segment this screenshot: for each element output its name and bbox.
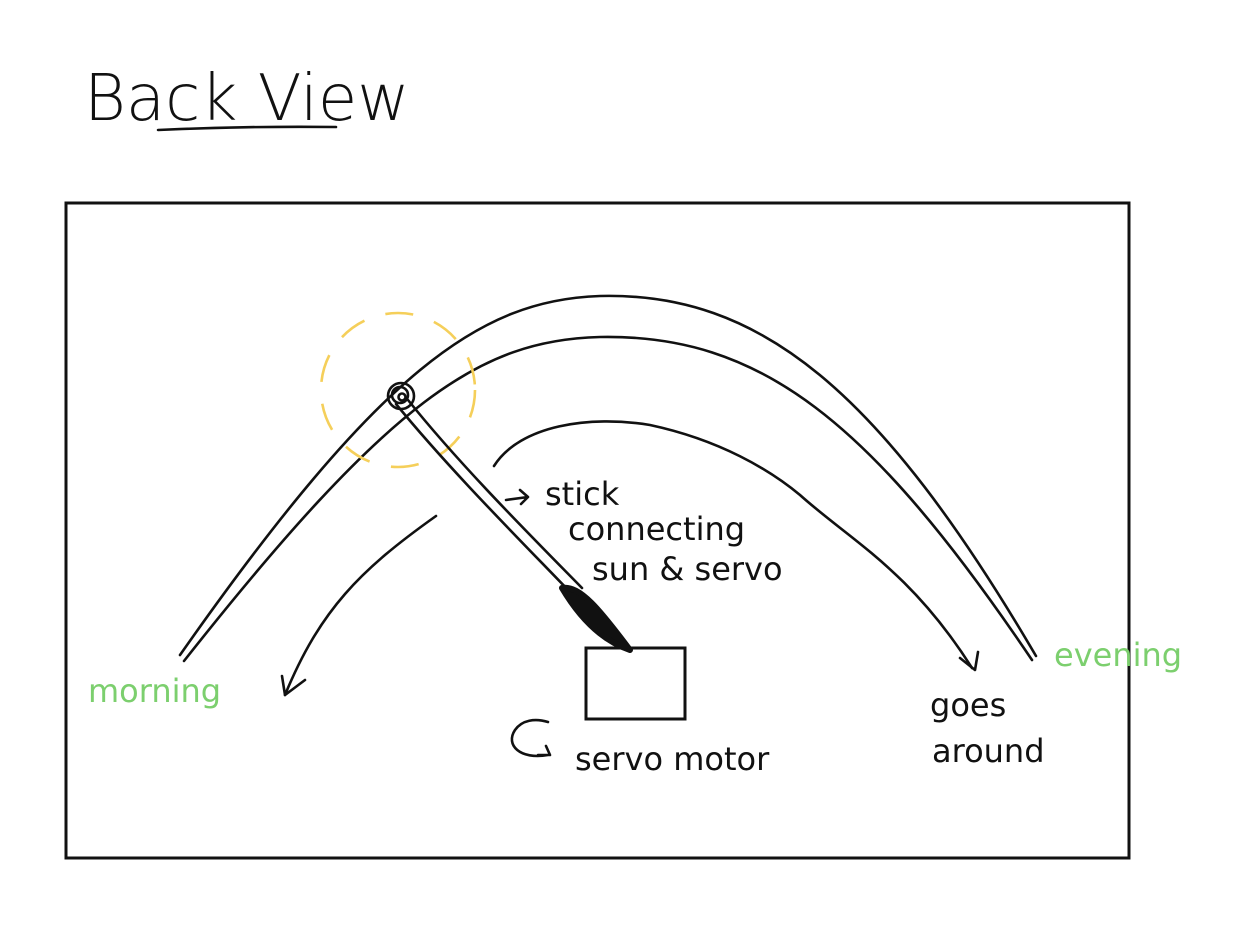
goes-around-label-line-2: around xyxy=(932,732,1045,770)
goes-around-arrow xyxy=(492,420,974,670)
sun-path-inner-arc xyxy=(182,335,1034,663)
servo-label: servo motor xyxy=(575,740,770,778)
sun-path-outer-arc xyxy=(178,294,1038,658)
pivot-knot xyxy=(386,381,416,411)
evening-label: evening xyxy=(1054,636,1182,674)
sun-outline xyxy=(319,311,477,469)
stick-label-line-1: stick xyxy=(545,475,620,513)
morning-direction-arrow xyxy=(283,514,438,697)
title-underline xyxy=(156,125,338,132)
servo-label-hook-arrow xyxy=(510,718,552,758)
morning-label: morning xyxy=(88,672,221,710)
connecting-stick xyxy=(394,398,633,653)
diagram-frame xyxy=(64,201,1131,860)
stick-label-line-2: connecting xyxy=(568,510,745,548)
goes-around-arrowhead xyxy=(958,650,980,672)
stick-label-line-3: sun & servo xyxy=(592,550,783,588)
servo-motor-box xyxy=(584,646,687,721)
diagram-title: Back View xyxy=(84,62,410,136)
stick-label-arrow xyxy=(504,488,530,506)
morning-arrowhead xyxy=(280,674,307,697)
goes-around-label-line-1: goes xyxy=(930,686,1006,724)
